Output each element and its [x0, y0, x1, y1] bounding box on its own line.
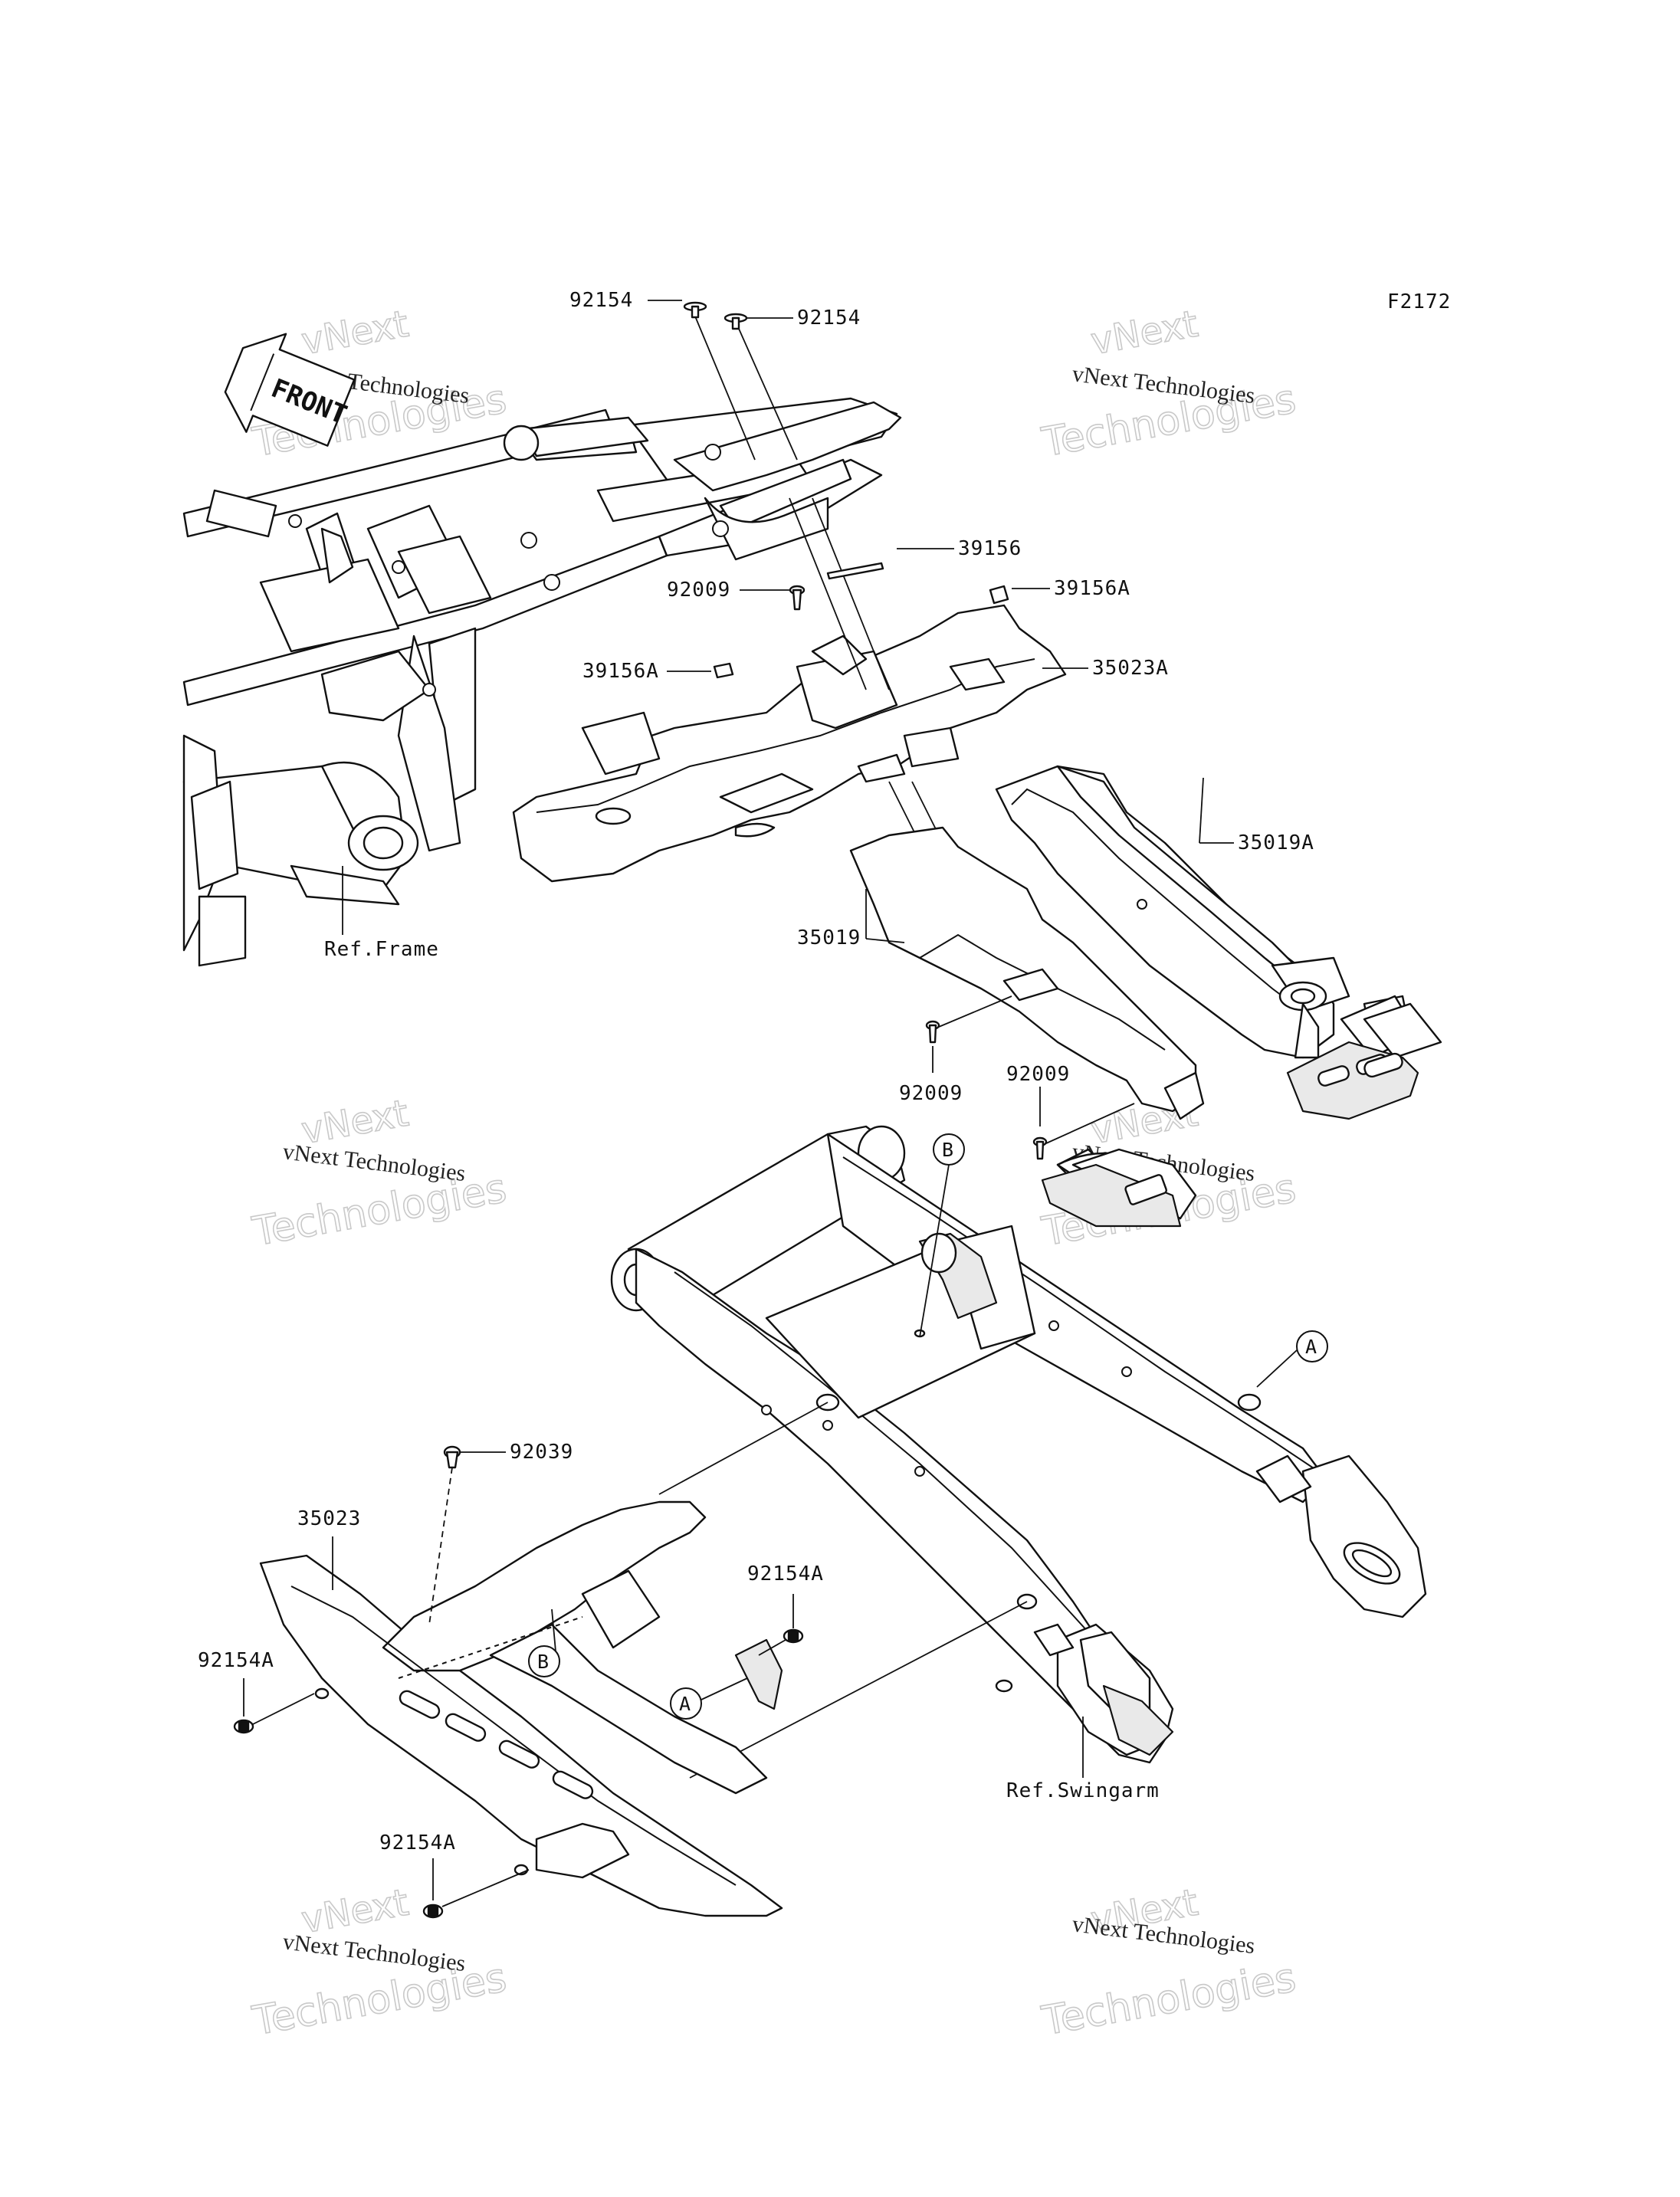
- swingarm-assembly: [610, 1125, 1427, 1764]
- bolt-92154-right-icon: [724, 313, 748, 330]
- guide-line: [758, 1639, 786, 1656]
- guide-line: [1045, 1103, 1135, 1144]
- bolt-92154A-left-icon: [233, 1719, 254, 1734]
- label-92009-mid-right: 92009: [1006, 1063, 1070, 1086]
- part-35019-inner-fender: [849, 826, 1205, 1228]
- watermark-bottom-right: vNext Technologies: [1038, 1881, 1300, 2045]
- label-92154-left: 92154: [569, 289, 633, 312]
- bolt-92154A-lower-icon: [422, 1904, 444, 1919]
- ref-frame-label: Ref.Frame: [324, 938, 439, 961]
- part-35019A-inner-fender: [995, 765, 1442, 1120]
- screw-92009-top-icon: [789, 585, 806, 611]
- watermark-vnext: vNext: [298, 303, 412, 364]
- part-39156-icon: [826, 562, 884, 580]
- frame-assembly: [182, 397, 902, 967]
- guide-line: [689, 1601, 1028, 1779]
- label-35023A: 35023A: [1092, 657, 1169, 680]
- label-92009-top: 92009: [667, 579, 730, 602]
- pad-39156A-right-icon: [989, 585, 1009, 605]
- watermark-big: Technologies: [1039, 1955, 1299, 2045]
- screw-92009-mid-right-icon: [1032, 1136, 1048, 1160]
- watermark-text: vNext Technologies: [281, 1929, 467, 1976]
- guide-line: [252, 1693, 315, 1725]
- callout-a-right-label: A: [1305, 1336, 1317, 1358]
- leader-35019: [865, 938, 905, 943]
- ref-swingarm-label: Ref.Swingarm: [1006, 1779, 1160, 1802]
- part-35023-chain-cover: [259, 1500, 783, 1917]
- callout-b-cover-leader: [551, 1608, 556, 1652]
- callout-a-right-leader: [1256, 1349, 1298, 1388]
- guide-line: [789, 497, 867, 690]
- guide-line: [812, 497, 890, 690]
- bolt-92154-left-icon: [683, 301, 707, 319]
- watermark-vnext: vNext: [1088, 303, 1201, 364]
- label-39156A-left: 39156A: [582, 660, 659, 683]
- screw-92009-mid-left-icon: [925, 1020, 940, 1044]
- label-39156: 39156: [958, 537, 1022, 560]
- front-arrow-icon: FRONT: [224, 333, 356, 447]
- watermark-big: Technologies: [249, 1955, 510, 2045]
- label-35019A: 35019A: [1238, 831, 1314, 854]
- callout-a-right-circle: [1296, 1330, 1328, 1362]
- clip-92039-icon: [443, 1445, 461, 1469]
- label-35023: 35023: [297, 1507, 361, 1530]
- guide-line: [693, 312, 756, 461]
- watermark-text: vNext Technologies: [281, 1139, 467, 1186]
- callout-b-cover-label: B: [537, 1651, 549, 1673]
- leader-35019A: [1199, 777, 1204, 844]
- guide-line: [735, 321, 798, 461]
- guide-line: [441, 1869, 530, 1907]
- callout-a-cover-circle: [670, 1687, 702, 1720]
- label-92154A-left: 92154A: [198, 1649, 274, 1672]
- label-35019: 35019: [797, 926, 861, 949]
- label-92154-right: 92154: [797, 307, 861, 330]
- guide-line: [938, 995, 1012, 1028]
- pad-39156A-left-icon: [713, 662, 734, 679]
- label-92154A-lower: 92154A: [379, 1831, 456, 1854]
- watermark-big: Technologies: [249, 1166, 510, 1255]
- guide-line: [658, 1402, 829, 1495]
- label-92154A-upper: 92154A: [747, 1562, 824, 1585]
- callout-b-top-label: B: [942, 1139, 953, 1161]
- callout-a-cover-leader: [701, 1677, 748, 1700]
- label-92039: 92039: [510, 1441, 573, 1464]
- callout-b-top-leader: [919, 1164, 950, 1338]
- bolt-92154A-upper-icon: [783, 1628, 804, 1644]
- callout-a-cover-label: A: [679, 1693, 691, 1715]
- callout-b-cover-circle: [528, 1645, 560, 1677]
- guide-line: [428, 1467, 453, 1625]
- figure-code: F2172: [1387, 290, 1451, 313]
- label-92009-mid-left: 92009: [899, 1082, 963, 1105]
- part-35023A-undertray: [512, 604, 1067, 883]
- label-39156A-right: 39156A: [1054, 577, 1130, 600]
